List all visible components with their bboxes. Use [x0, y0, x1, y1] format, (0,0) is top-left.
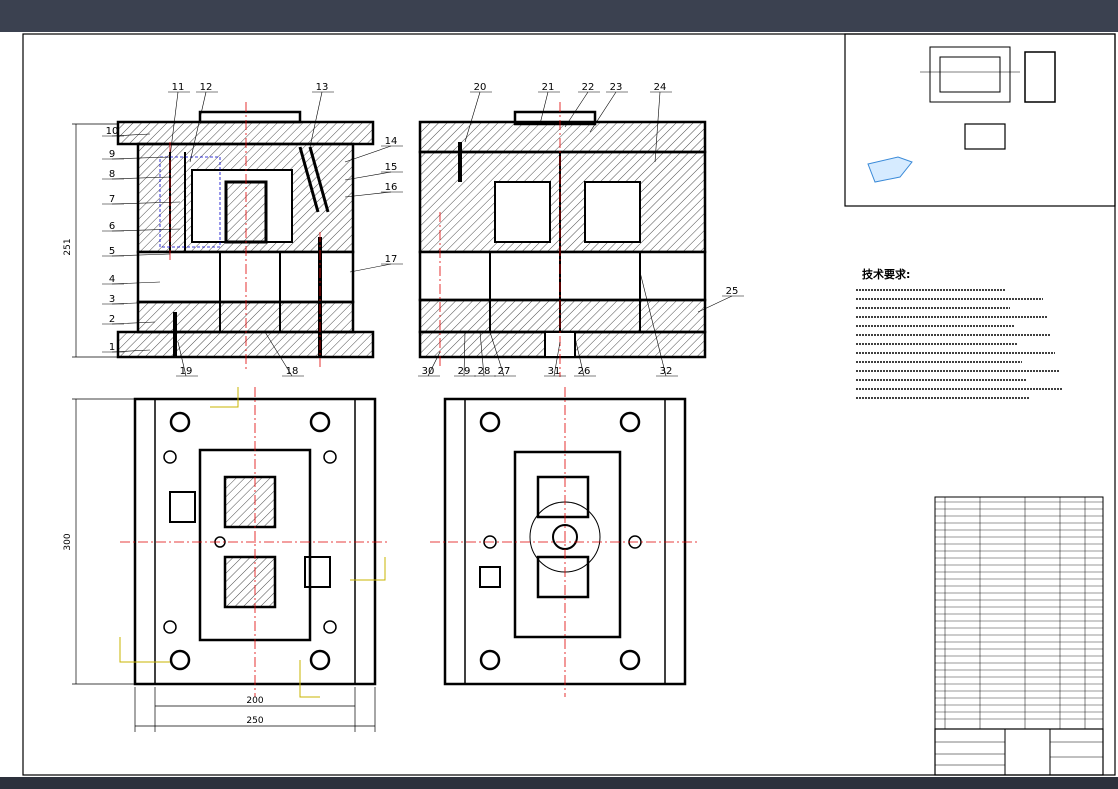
front-balloon-label: 9 — [109, 149, 115, 160]
front-balloon: 16 — [344, 182, 403, 198]
drawing-sheet: 251 — [20, 32, 1118, 777]
front-balloon: 17 — [349, 254, 403, 273]
front-balloon: 9 — [102, 149, 171, 160]
front-balloon-label: 11 — [172, 82, 185, 93]
title-block — [934, 728, 1104, 776]
side-section-view — [418, 110, 707, 359]
side-balloon: 28 — [474, 331, 496, 377]
front-balloon-label: 2 — [109, 314, 115, 325]
plan2-centerlines — [430, 387, 700, 697]
plan1-dimensions — [72, 398, 376, 732]
front-balloon-label: 17 — [385, 254, 398, 265]
side-balloon: 26 — [574, 341, 596, 377]
front-balloon: 10 — [102, 126, 151, 137]
front-balloon-label: 10 — [106, 126, 119, 137]
front-balloon-label: 14 — [385, 136, 398, 147]
side-balloon-label: 24 — [654, 82, 667, 93]
front-balloon-label: 7 — [109, 194, 115, 205]
part-3d-preview — [867, 156, 913, 183]
side-balloon: 24 — [650, 82, 672, 163]
front-section-view — [116, 110, 375, 359]
front-balloon: 11 — [168, 82, 190, 158]
front-balloon-label: 18 — [286, 366, 299, 377]
top-toolbar — [0, 0, 1118, 32]
tech-requirements-title: 技术要求: — [862, 267, 910, 281]
side-balloon-label: 28 — [478, 366, 491, 377]
front-balloon: 1 — [102, 342, 151, 353]
side-balloon-label: 21 — [542, 82, 555, 93]
side-balloon: 31 — [544, 341, 566, 377]
side-balloon-label: 31 — [548, 366, 561, 377]
sheet-border — [22, 33, 1116, 776]
plan-view-fixed-half — [133, 397, 377, 686]
bom-rows — [935, 501, 1103, 720]
side-balloon: 25 — [697, 286, 744, 313]
side-balloon-label: 22 — [582, 82, 595, 93]
status-bar — [0, 777, 1118, 789]
side-balloon-label: 27 — [498, 366, 511, 377]
side-balloon: 30 — [418, 351, 441, 377]
side-balloon: 23 — [589, 82, 628, 133]
side-balloon-label: 23 — [610, 82, 623, 93]
front-balloon: 4 — [102, 274, 161, 285]
dim-plan-width-outer: 250 — [246, 716, 263, 726]
side-balloon: 32 — [639, 271, 678, 377]
side-balloon-label: 25 — [726, 286, 739, 297]
front-balloon-label: 16 — [385, 182, 398, 193]
bill-of-materials-table — [934, 496, 1104, 730]
front-balloon: 13 — [309, 82, 334, 148]
front-balloon-label: 13 — [316, 82, 329, 93]
side-balloon-label: 29 — [458, 366, 471, 377]
front-balloon-label: 1 — [109, 342, 115, 353]
front-balloon: 8 — [102, 169, 171, 180]
front-balloon: 6 — [102, 221, 181, 232]
front-balloon: 18 — [264, 331, 304, 377]
front-balloon-label: 15 — [385, 162, 398, 173]
front-balloon: 3 — [102, 294, 161, 305]
side-balloon: 27 — [489, 331, 516, 377]
dim-plan-height: 300 — [63, 533, 73, 550]
tech-requirements-text — [856, 289, 1063, 399]
front-balloon: 15 — [344, 162, 403, 181]
left-margin — [0, 32, 20, 777]
front-balloon: 7 — [102, 194, 181, 205]
side-balloon-label: 20 — [474, 82, 487, 93]
mold-assembly-drawing: 251 — [22, 33, 1116, 776]
front-balloon-label: 5 — [109, 246, 115, 257]
front-hidden-lines — [159, 156, 221, 248]
side-balloon-label: 26 — [578, 366, 591, 377]
plan1-section-markers — [119, 387, 386, 698]
dim-plan-width-inner: 200 — [246, 696, 263, 706]
front-balloon-label: 3 — [109, 294, 115, 305]
front-balloon-label: 12 — [200, 82, 213, 93]
front-balloon-label: 4 — [109, 274, 115, 285]
front-balloon: 5 — [102, 246, 171, 257]
side-balloon-label: 30 — [422, 366, 435, 377]
front-balloon: 2 — [102, 314, 156, 325]
front-balloon: 14 — [344, 136, 403, 163]
part-detail-view — [844, 33, 1116, 207]
dim-front-height: 251 — [63, 238, 73, 255]
front-balloon-label: 19 — [180, 366, 193, 377]
front-balloon-label: 6 — [109, 221, 115, 232]
front-height-dimension — [72, 123, 118, 358]
side-balloon: 20 — [464, 82, 492, 143]
side-balloon: 22 — [564, 82, 600, 128]
side-centerlines — [439, 102, 561, 377]
front-balloon-label: 8 — [109, 169, 115, 180]
plan1-centerlines — [120, 387, 390, 697]
front-balloon: 19 — [176, 341, 198, 377]
side-balloon-label: 32 — [660, 366, 673, 377]
side-balloon: 29 — [454, 331, 476, 377]
front-balloon: 12 — [189, 82, 218, 163]
side-balloon: 21 — [538, 82, 560, 125]
